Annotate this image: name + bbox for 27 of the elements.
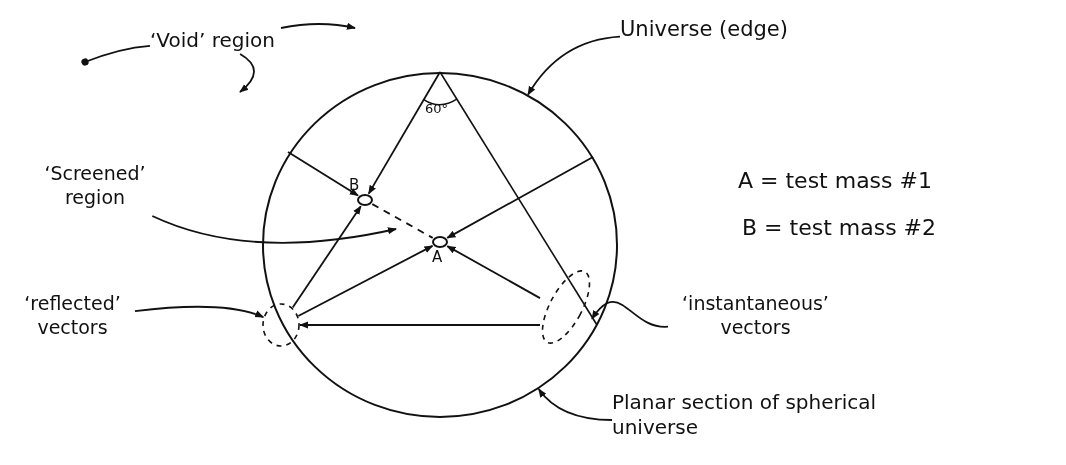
legend-note: B = test mass #2	[742, 215, 936, 240]
vector-arrow	[287, 151, 359, 197]
mass-label: B	[349, 176, 360, 194]
annotation-text: ‘Void’ region	[150, 28, 285, 53]
annotation-text: ‘Screened’ region	[30, 162, 160, 210]
dashed-line	[371, 203, 434, 239]
annotation-text: ‘reflected’ vectors	[10, 292, 135, 340]
legend-note: A = test mass #1	[738, 168, 932, 193]
annotation-text: Universe (edge)	[620, 16, 820, 43]
leader-line	[591, 301, 669, 328]
vector-arrow	[297, 245, 434, 317]
vector-arrow	[291, 205, 362, 309]
vector-arrow	[446, 156, 594, 239]
angle-label: 60°	[425, 101, 449, 116]
leader-line	[151, 215, 397, 244]
annotation-text: ‘instantaneous’ vectors	[668, 292, 843, 340]
leader-line	[280, 22, 356, 30]
vector-arrow	[367, 71, 441, 195]
annotation-text: Planar section of spherical universe	[612, 390, 957, 440]
vector-arrow	[446, 245, 541, 299]
leader-line	[537, 388, 613, 421]
leader-line	[527, 35, 621, 96]
leader-line	[239, 53, 255, 93]
vector-arrow	[299, 321, 541, 329]
leader-line	[134, 305, 265, 318]
leader-line	[81, 44, 151, 66]
mass-label: A	[432, 248, 443, 266]
